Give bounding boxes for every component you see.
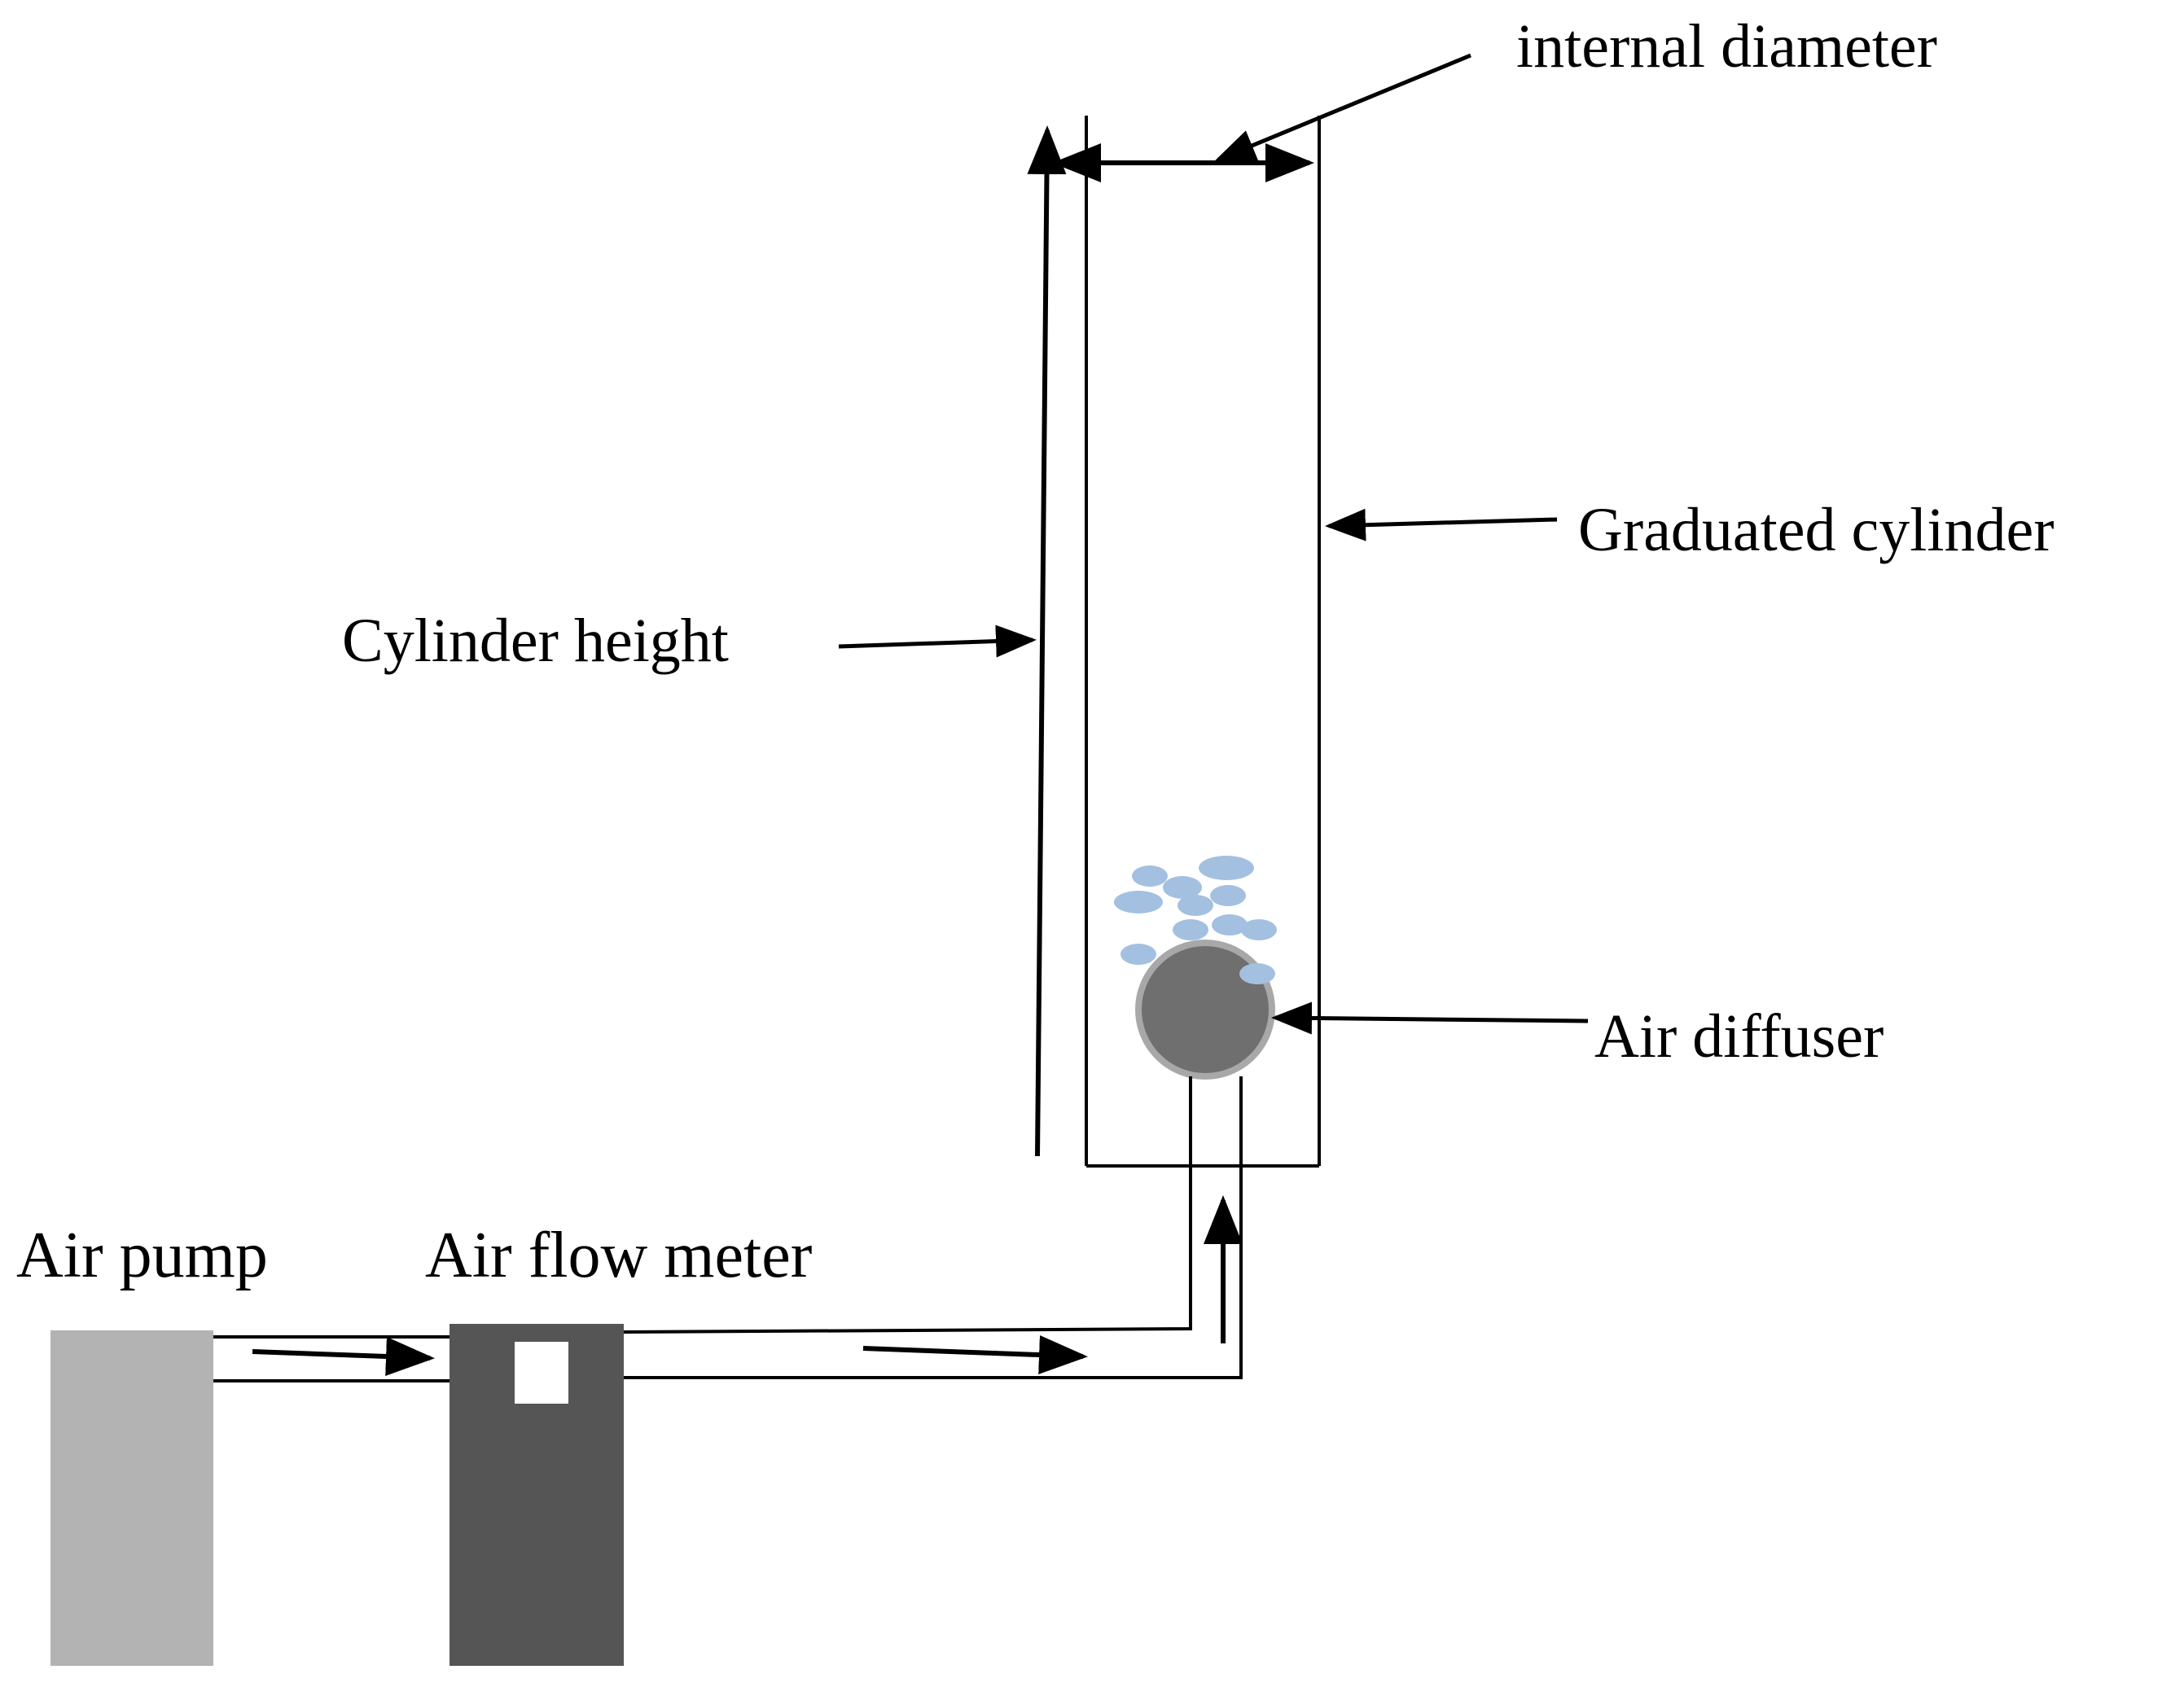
bubble	[1239, 963, 1275, 984]
air-tubing	[210, 1076, 1243, 1382]
air-pump	[50, 1330, 213, 1666]
bubble	[1241, 919, 1277, 940]
bubble	[1173, 919, 1208, 940]
tube-upper-wall-2	[623, 1076, 1192, 1334]
air-diffuser	[1135, 940, 1275, 1080]
bubble	[1178, 895, 1213, 916]
bubble	[1132, 865, 1168, 887]
bubble	[1212, 914, 1248, 936]
internal-diameter-pointer	[1214, 53, 1471, 162]
bubble	[1163, 876, 1202, 899]
bubble	[1114, 891, 1163, 914]
graduated-cylinder-pointer	[1325, 508, 1558, 541]
cylinder-height-label: Cylinder height	[342, 607, 729, 675]
bubble	[1121, 944, 1156, 965]
bubble	[1199, 856, 1254, 880]
air-flow-meter-label: Air flow meter	[425, 1220, 812, 1291]
cylinder-height-pointer	[838, 624, 1037, 658]
air-diffuser-stone	[1135, 940, 1275, 1080]
internal-diameter-label: internal diameter	[1516, 12, 1937, 81]
air-bubbles	[1114, 856, 1277, 984]
graduated-cylinder	[1085, 116, 1321, 1168]
air-pump-label: Air pump	[16, 1220, 268, 1291]
flow-arrow-meter-to-cylinder	[862, 1335, 1088, 1374]
tube-lower-wall-2	[624, 1076, 1243, 1379]
air-diffuser-label: Air diffuser	[1594, 1002, 1884, 1071]
air-diffuser-pointer	[1271, 1001, 1589, 1035]
cylinder-height-arrow	[1027, 125, 1067, 1157]
flow-arrow-pump-to-meter	[252, 1337, 435, 1377]
graduated-cylinder-label: Graduated cylinder	[1578, 496, 2055, 564]
air-flow-meter-window	[515, 1342, 568, 1404]
bubble	[1210, 885, 1246, 906]
